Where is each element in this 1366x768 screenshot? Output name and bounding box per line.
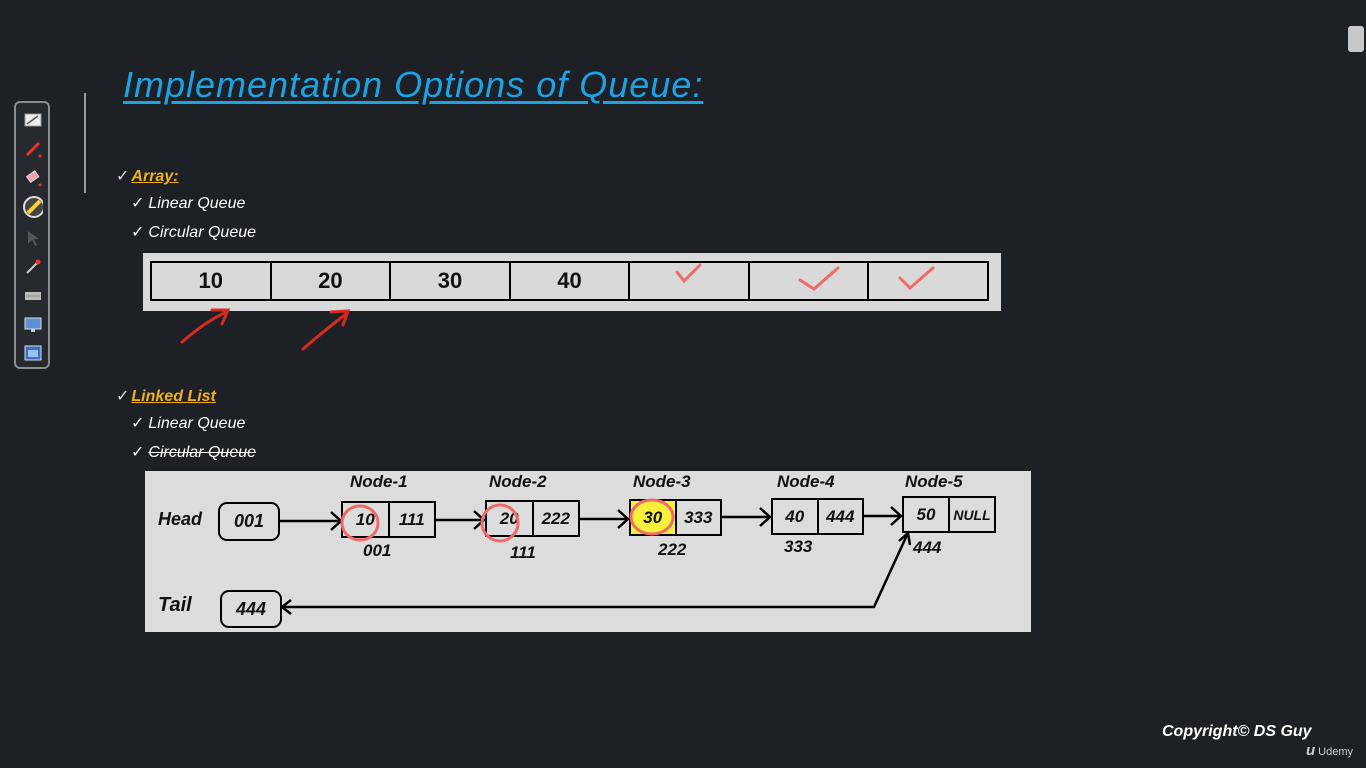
array-label: Array: [131,168,179,185]
node-data: 10 [355,509,375,529]
node-name: Node-4 [777,472,835,491]
linked-list-item-circular: ✓Circular Queue [131,442,256,462]
node-5: 50 NULL [902,496,996,533]
pen-icon[interactable] [23,139,43,159]
array-cell: 30 [391,263,511,299]
linked-list-heading: ✓Linked List [116,386,216,406]
monitor-icon[interactable] [23,315,43,335]
highlighter-icon[interactable] [23,196,43,218]
array-cell [630,263,750,299]
node-data: 20 [499,508,519,528]
screen-icon[interactable] [23,286,43,306]
check-icon: ✓ [131,224,145,241]
eraser-icon[interactable] [23,168,43,188]
udemy-text: Udemy [1318,746,1354,758]
whiteboard-icon[interactable] [23,110,43,130]
annotation-arrow [301,312,348,351]
node-name: Node-1 [350,472,408,491]
node-address: 333 [784,537,813,556]
node-data: 30 [631,501,675,534]
node-next: 222 [531,502,579,535]
array-diagram: 10 20 30 40 [143,253,1001,311]
udemy-mark: u [1306,742,1316,759]
array-cells: 10 20 30 40 [150,261,989,301]
tail-label: Tail [158,594,192,616]
app-corner-icon[interactable] [1348,26,1364,52]
node-name: Node-2 [489,472,547,491]
tail-pointer: 444 [220,590,282,628]
node-next: 444 [816,500,863,533]
head-pointer: 001 [218,502,280,541]
node-name: Node-5 [905,472,963,491]
check-icon: ✓ [131,444,145,461]
node-data: 50 [916,504,936,524]
array-cell: 40 [511,263,631,299]
node-3: 30 333 [629,499,722,536]
node-1: 10 111 [341,501,436,538]
check-icon: ✓ [131,195,145,212]
node-4: 40 444 [771,498,864,535]
list-item-label: Circular Queue [148,224,257,241]
check-icon: ✓ [116,168,130,185]
node-next: 111 [387,503,435,536]
node-address: 111 [510,543,536,562]
check-icon: ✓ [131,415,145,432]
node-next: NULL [948,498,994,531]
toolbar-divider [84,93,86,193]
linked-list-item-linear: ✓Linear Queue [131,413,245,433]
node-data: 40 [785,506,805,526]
node-address: 222 [658,540,687,559]
linked-list-diagram: Head 001 Tail 444 Node-1 10 111 001 Node… [145,471,1031,632]
annotation-arrow [180,310,228,344]
node-address: 001 [363,541,392,560]
head-label: Head [158,509,203,529]
linked-list-label: Linked List [131,388,216,405]
laser-icon[interactable] [23,257,43,277]
list-item-label: Linear Queue [148,415,246,432]
list-item-label: Circular Queue [148,444,257,461]
annotation-arrowhead [210,308,231,326]
copyright-text: Copyright© DS Guy [1162,723,1312,740]
annotation-arrowhead [329,309,351,327]
node-2: 20 222 [485,500,580,537]
check-icon: ✓ [116,388,130,405]
node-next: 333 [674,501,721,534]
array-cell: 20 [272,263,392,299]
annotation-toolbar [14,101,50,369]
window-icon[interactable] [23,343,43,363]
node-address: 444 [913,538,942,557]
array-heading: ✓Array: [116,166,179,186]
array-cell: 10 [152,263,272,299]
linked-list-arrows [279,506,912,615]
array-item-linear: ✓Linear Queue [131,193,245,213]
array-item-circular: ✓Circular Queue [131,222,256,242]
array-cell [869,263,987,299]
node-name: Node-3 [633,472,691,491]
page-title: Implementation Options of Queue: [123,64,704,105]
array-cell [750,263,870,299]
pointer-icon[interactable] [23,228,43,248]
list-item-label: Linear Queue [148,195,246,212]
